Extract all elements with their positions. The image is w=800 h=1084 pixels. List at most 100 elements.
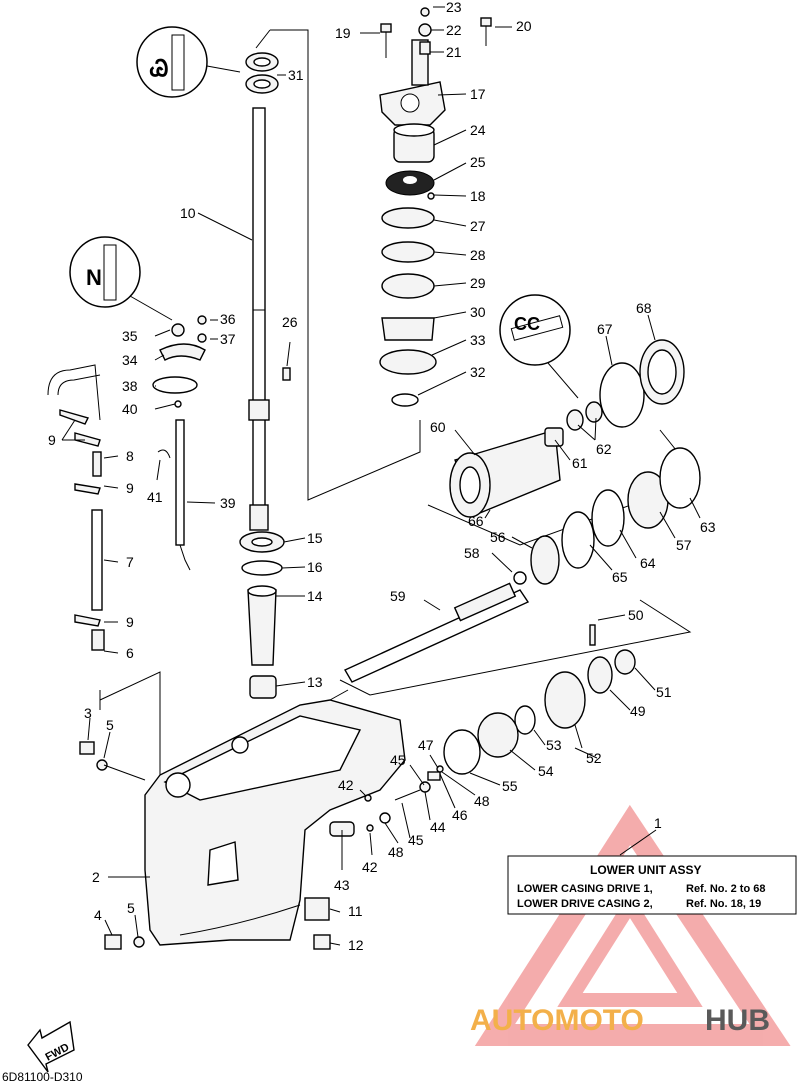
callout: 32 xyxy=(470,364,486,380)
callout: 33 xyxy=(470,332,486,348)
callout: 48 xyxy=(474,793,490,809)
casing-hardware xyxy=(79,741,444,950)
callout: 31 xyxy=(288,67,304,83)
fwd-arrow-icon: FWD xyxy=(27,1020,75,1073)
callout: 66 xyxy=(468,513,484,529)
propeller-shaft-59 xyxy=(344,582,530,683)
lower-casing-2 xyxy=(144,699,406,946)
callout: 19 xyxy=(335,25,351,41)
legend-row2-right: Ref. No. 18, 19 xyxy=(686,898,761,910)
drawing-code: 6D81100-D310 xyxy=(2,1070,83,1084)
callout: 28 xyxy=(470,247,486,263)
callout: 58 xyxy=(464,545,480,561)
callout: 55 xyxy=(502,778,518,794)
callout: 37 xyxy=(220,331,236,347)
callout: 7 xyxy=(126,554,134,570)
callout: 2 xyxy=(92,869,100,885)
callout: 68 xyxy=(636,300,652,316)
callout: 51 xyxy=(656,684,672,700)
pin-26 xyxy=(282,367,291,381)
callout: 61 xyxy=(572,455,588,471)
callout: 47 xyxy=(418,737,434,753)
pump-plates xyxy=(379,192,437,407)
callout: 65 xyxy=(612,569,628,585)
sleeve-14 xyxy=(247,585,277,666)
callout: 24 xyxy=(470,122,486,138)
oil-seal-31 xyxy=(245,52,279,94)
legend-row1-left: LOWER CASING DRIVE 1, xyxy=(517,883,653,895)
callout: 36 xyxy=(220,311,236,327)
callout: 14 xyxy=(307,588,323,604)
callout: 25 xyxy=(470,154,486,170)
water-pump-housing-17 xyxy=(379,39,446,126)
loctite-symbol-icon: N xyxy=(69,236,173,321)
assembly-legend-box: LOWER UNIT ASSY LOWER CASING DRIVE 1, Re… xyxy=(507,855,797,915)
callout: 21 xyxy=(446,44,462,60)
grommet-21-22-23 xyxy=(418,7,432,55)
callout: 34 xyxy=(122,352,138,368)
callout: 6 xyxy=(126,645,134,661)
callout: 9 xyxy=(126,480,134,496)
legend-title: LOWER UNIT ASSY xyxy=(590,863,702,877)
callout: 49 xyxy=(630,703,646,719)
callout: 57 xyxy=(676,537,692,553)
bearing-13 xyxy=(249,675,277,699)
forward-gear-parts xyxy=(443,624,636,775)
legend-row2-left: LOWER DRIVE CASING 2, xyxy=(517,898,653,910)
watermark-logo xyxy=(474,804,791,1046)
callout: 63 xyxy=(700,519,716,535)
callout: 41 xyxy=(147,489,163,505)
callout: 35 xyxy=(122,328,138,344)
legend-row1-right: Ref. No. 2 to 68 xyxy=(686,883,765,895)
drive-shaft xyxy=(248,107,270,531)
callout: 67 xyxy=(597,321,613,337)
svg-text:N: N xyxy=(86,265,102,290)
callout: 5 xyxy=(127,900,135,916)
callout: 16 xyxy=(307,559,323,575)
callout: 45 xyxy=(390,752,406,768)
callout: 22 xyxy=(446,22,462,38)
callout: 27 xyxy=(470,218,486,234)
callout: 56 xyxy=(490,529,506,545)
watermark-text: AUTOMOTO HUB xyxy=(470,1004,770,1037)
callout: 1 xyxy=(654,815,662,831)
callout: 5 xyxy=(106,717,114,733)
bolt-20 xyxy=(480,17,492,46)
svg-text:CC: CC xyxy=(514,314,540,334)
callout: 45 xyxy=(408,832,424,848)
callout: 43 xyxy=(334,877,350,893)
callout: 23 xyxy=(446,0,462,15)
insert-cartridge-24 xyxy=(393,123,435,163)
watermark-part1: AUTOMOTO xyxy=(470,1004,644,1037)
callout: 30 xyxy=(470,304,486,320)
callout: 50 xyxy=(628,607,644,623)
callout: 46 xyxy=(452,807,468,823)
callout: 12 xyxy=(348,937,364,953)
callout: 11 xyxy=(348,903,363,919)
callout: 15 xyxy=(307,530,323,546)
callout: 3 xyxy=(84,705,92,721)
callout: 39 xyxy=(220,495,236,511)
callout: 52 xyxy=(586,750,602,766)
callout: 18 xyxy=(470,188,486,204)
callout: 60 xyxy=(430,419,446,435)
bearing-15 xyxy=(239,531,285,553)
callout: 10 xyxy=(180,205,196,221)
callout: 62 xyxy=(596,441,612,457)
callout: 8 xyxy=(126,448,134,464)
callout: 4 xyxy=(94,907,102,923)
callout-labels: 10 31 15 16 14 13 26 19 23 22 21 20 17 2… xyxy=(48,0,716,953)
callout: 42 xyxy=(338,777,354,793)
svg-text:Ꮚ: Ꮚ xyxy=(149,56,169,81)
callout: 44 xyxy=(430,819,446,835)
callout: 26 xyxy=(282,314,298,330)
shift-rod-assembly xyxy=(47,315,207,651)
callout: 13 xyxy=(307,674,323,690)
bolt-19 xyxy=(380,23,392,58)
callout: 9 xyxy=(126,614,134,630)
grease-symbol-icon: CC xyxy=(499,294,579,399)
grease-symbol-icon: Ꮚ xyxy=(136,26,241,98)
callout: 59 xyxy=(390,588,406,604)
gear-housing-parts xyxy=(449,339,701,585)
